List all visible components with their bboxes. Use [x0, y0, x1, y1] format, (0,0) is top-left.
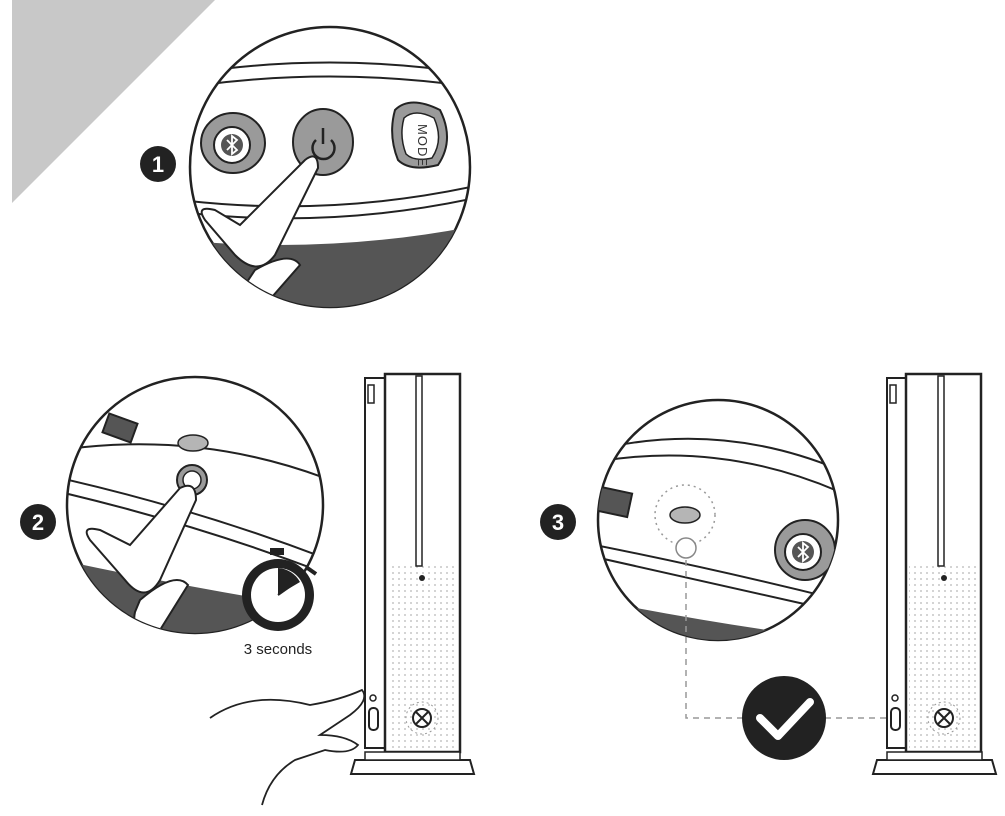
step-3-badge: 3 — [540, 504, 576, 540]
mode-button[interactable]: MODE — [391, 101, 448, 169]
step-3-illustration — [596, 398, 840, 642]
xbox-logo-icon — [927, 701, 961, 735]
dashed-connector — [685, 560, 890, 719]
bluetooth-button[interactable] — [200, 112, 266, 174]
console-pairing-button[interactable] — [890, 694, 901, 731]
pairing-light — [654, 484, 716, 546]
bluetooth-icon — [792, 541, 814, 563]
corner-banner — [12, 0, 215, 203]
stopwatch-icon — [242, 548, 318, 631]
step-3-number: 3 — [552, 510, 564, 535]
step-2-badge: 2 — [20, 504, 56, 540]
console-right — [871, 372, 998, 775]
hand-near-console — [209, 688, 366, 806]
console-left — [349, 372, 476, 775]
console-pairing-button[interactable] — [368, 694, 379, 731]
mode-label: MODE — [415, 124, 430, 167]
xbox-logo-icon — [405, 701, 439, 735]
step-1-illustration: MODE — [188, 25, 472, 309]
bluetooth-button-step3[interactable] — [774, 519, 836, 581]
step-1-number: 1 — [152, 152, 164, 177]
power-icon — [311, 128, 336, 161]
bluetooth-icon — [221, 134, 243, 156]
checkmark-icon — [742, 676, 826, 760]
step-1-badge: 1 — [140, 146, 176, 182]
timer-label: 3 seconds — [244, 641, 312, 658]
step-2-number: 2 — [32, 510, 44, 535]
